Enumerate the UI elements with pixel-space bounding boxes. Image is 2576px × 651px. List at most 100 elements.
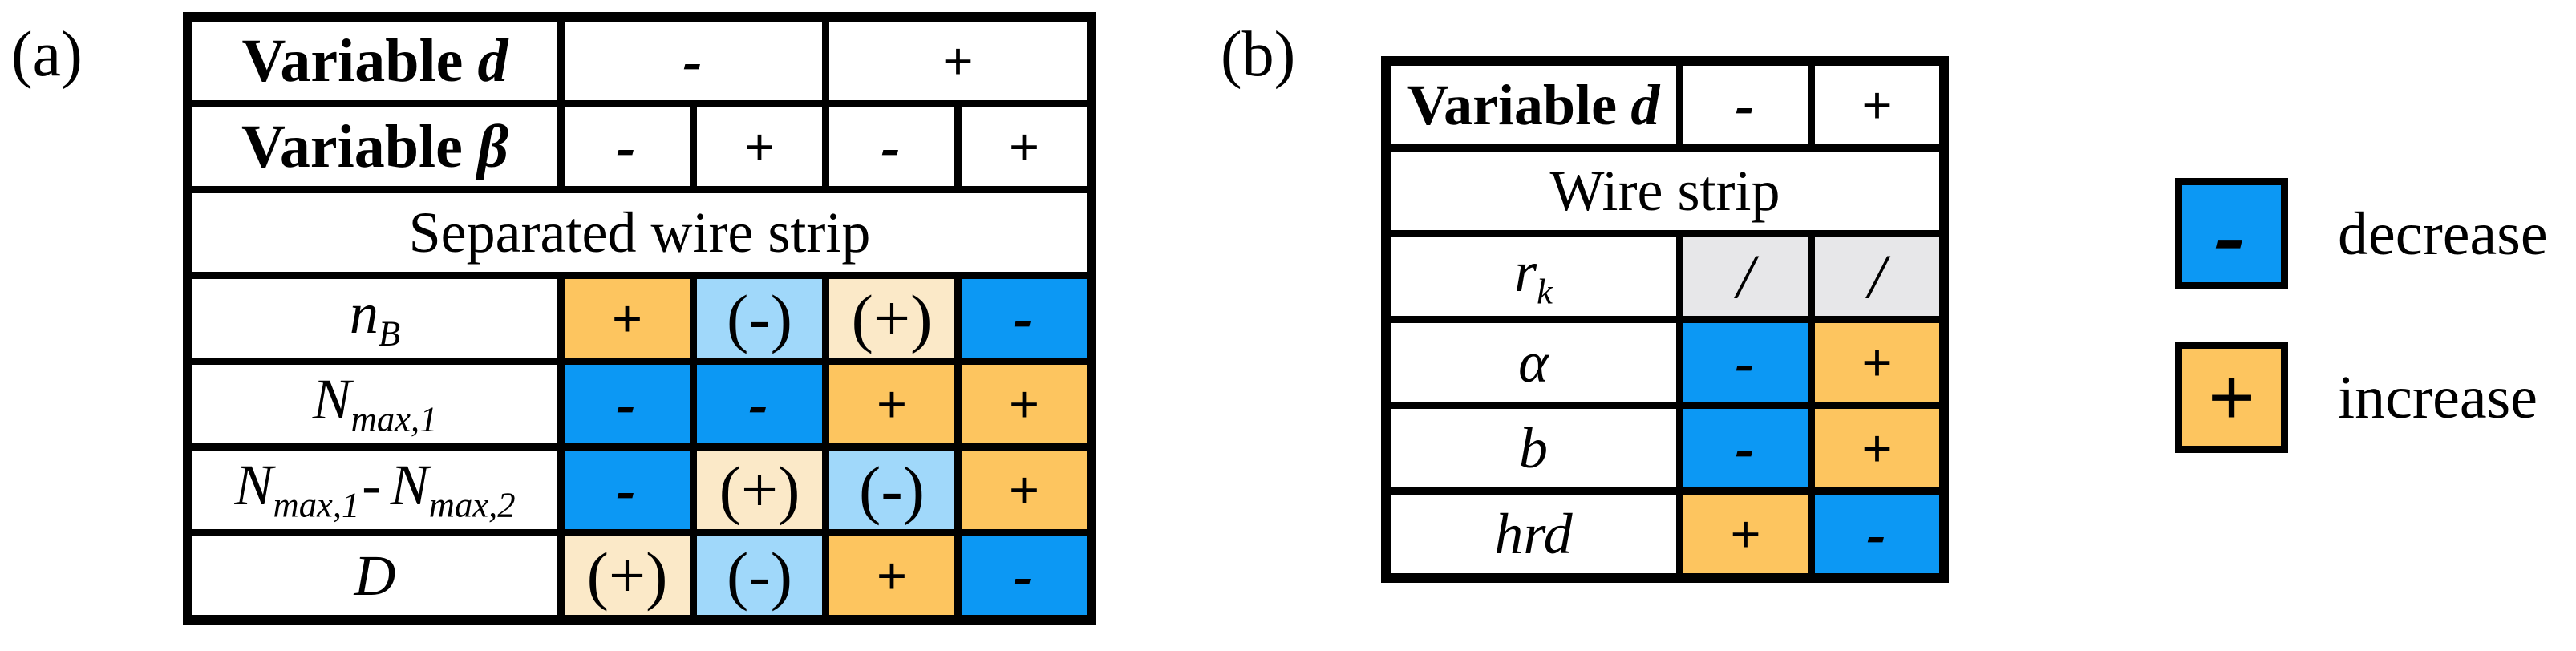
- paren-plus-sign: (+): [719, 453, 800, 526]
- table-a-header-d-minus: -: [565, 22, 822, 100]
- minus-sign: -: [1006, 284, 1043, 352]
- paren-minus-sign: (-): [859, 453, 925, 526]
- paren-plus-sign: (+): [586, 539, 668, 612]
- row-label: b: [1519, 419, 1548, 477]
- label-sub: k: [1537, 271, 1553, 312]
- paren-minus-sign: (-): [727, 539, 792, 612]
- variable-symbol-beta: β: [477, 112, 509, 180]
- minus-sign: -: [675, 26, 712, 95]
- sign-cell: (-): [829, 451, 954, 529]
- sign-cell: -: [1815, 495, 1939, 573]
- sign-cell: /: [1683, 237, 1808, 316]
- minus-sign: -: [2201, 178, 2262, 289]
- table-b-row-label-alpha: α: [1391, 323, 1676, 402]
- label-base: N: [312, 367, 351, 432]
- minus-sign: -: [1859, 499, 1896, 568]
- plus-sign: +: [942, 30, 974, 91]
- label-sub: max,2: [428, 484, 516, 525]
- row-label: nB: [350, 285, 400, 351]
- sign-cell: +: [829, 365, 954, 443]
- row-label: hrd: [1494, 505, 1572, 563]
- sign-cell: -: [962, 536, 1087, 615]
- table-a-row-label-Nmax1-minus-Nmax2: Nmax,1-Nmax,2: [192, 451, 557, 529]
- section-text: Wire strip: [1549, 158, 1780, 223]
- plus-sign: +: [1008, 459, 1040, 520]
- sign-cell: -: [565, 365, 690, 443]
- paren-plus-sign: (+): [851, 281, 933, 354]
- table-b-row-label-rk: rk: [1391, 237, 1676, 316]
- label-sub: max,1: [273, 484, 360, 525]
- minus-sign: -: [1727, 328, 1764, 396]
- table-b-header-d-minus: -: [1683, 66, 1808, 144]
- row-label: α: [1518, 334, 1549, 391]
- plus-sign: +: [743, 116, 776, 177]
- sign-cell: -: [1683, 323, 1808, 402]
- section-text: Separated wire strip: [408, 200, 871, 265]
- label-base: hrd: [1494, 502, 1573, 566]
- plus-sign: +: [1861, 75, 1893, 135]
- table-a-section-title: Separated wire strip: [192, 193, 1087, 272]
- sign-cell: (-): [697, 279, 822, 358]
- sign-cell: -: [962, 279, 1087, 358]
- paren-minus-sign: (-): [727, 281, 792, 354]
- label-sub: B: [378, 313, 401, 354]
- plus-sign: +: [876, 545, 908, 606]
- plus-sign: +: [1008, 374, 1040, 435]
- panel-b-label: (b): [1221, 19, 1296, 90]
- slash-sign: /: [1736, 241, 1755, 311]
- minus-sign: -: [609, 455, 646, 524]
- row-label: rk: [1514, 243, 1553, 309]
- table-a-row-label-nB: nB: [192, 279, 557, 358]
- table-a-header-beta-col4: +: [962, 107, 1087, 186]
- variable-symbol-d: d: [477, 26, 508, 95]
- plus-sign: +: [1730, 503, 1761, 564]
- sign-cell: +: [1815, 409, 1939, 487]
- sign-cell: (-): [697, 536, 822, 615]
- plus-sign: +: [2207, 350, 2256, 444]
- table-a-header-beta-col2: +: [697, 107, 822, 186]
- sign-cell: -: [565, 451, 690, 529]
- table-a-row-label-Nmax1: Nmax,1: [192, 365, 557, 443]
- label-base: b: [1519, 416, 1548, 480]
- label-dash: -: [362, 453, 382, 518]
- table-b-header-d-plus: +: [1815, 66, 1939, 144]
- table-a-row-label-D: D: [192, 536, 557, 615]
- label-base: α: [1518, 330, 1549, 394]
- sign-cell: +: [1815, 323, 1939, 402]
- label-base: D: [354, 544, 396, 608]
- header-title: Variable: [241, 112, 463, 180]
- sign-cell: -: [697, 365, 822, 443]
- sign-cell: +: [962, 365, 1087, 443]
- table-b-row-label-b: b: [1391, 409, 1676, 487]
- row-label: D: [354, 547, 396, 604]
- header-title: Variable: [1407, 72, 1618, 137]
- minus-sign: -: [1727, 414, 1764, 482]
- legend-decrease-label: decrease: [2338, 200, 2548, 268]
- sign-cell: +: [829, 536, 954, 615]
- sign-cell: -: [1683, 409, 1808, 487]
- label-base: n: [349, 281, 379, 346]
- plus-sign: +: [611, 288, 643, 349]
- legend-item-increase: + increase: [2175, 342, 2538, 453]
- plus-sign: +: [1861, 332, 1893, 393]
- panel-a-label: (a): [11, 19, 83, 90]
- sign-cell: (+): [829, 279, 954, 358]
- legend-increase-label: increase: [2338, 363, 2538, 431]
- row-label: Nmax,1-Nmax,2: [234, 456, 515, 523]
- minus-sign: -: [609, 112, 646, 180]
- sign-cell: (+): [697, 451, 822, 529]
- sign-cell: /: [1815, 237, 1939, 316]
- legend-increase-swatch: +: [2175, 342, 2288, 453]
- plus-sign: +: [1008, 116, 1040, 177]
- sign-cell: +: [1683, 495, 1808, 573]
- table-a-header-d-plus: +: [829, 22, 1087, 100]
- label-sub: max,1: [350, 398, 438, 439]
- row-label: Nmax,1: [313, 370, 438, 437]
- legend-decrease-swatch: -: [2175, 178, 2288, 289]
